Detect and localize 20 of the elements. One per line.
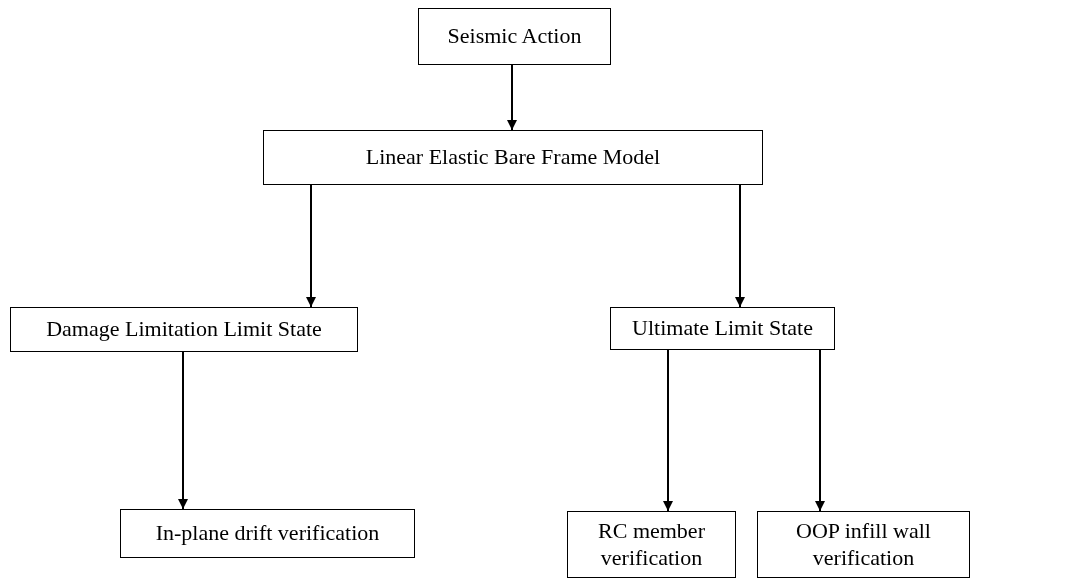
box-label: Seismic Action: [447, 23, 582, 50]
arrow: [663, 349, 673, 512]
box-label: RC member verification: [597, 518, 706, 571]
process-box: [418, 8, 611, 65]
arrow: [735, 184, 745, 308]
process-box: [610, 307, 835, 350]
box-label: In-plane drift verification: [155, 520, 380, 547]
process-box: [757, 511, 970, 578]
box-label: Ultimate Limit State: [632, 315, 813, 342]
box-label: Damage Limitation Limit State: [46, 316, 322, 343]
box-label: Linear Elastic Bare Frame Model: [365, 144, 661, 171]
arrow: [507, 64, 517, 131]
process-box: [120, 509, 415, 558]
arrow: [815, 349, 825, 512]
arrow: [178, 351, 188, 510]
box-label: OOP infill wall verification: [795, 518, 932, 571]
arrow: [306, 184, 316, 308]
process-box: [263, 130, 763, 185]
process-box: [10, 307, 358, 352]
process-box: [567, 511, 736, 578]
